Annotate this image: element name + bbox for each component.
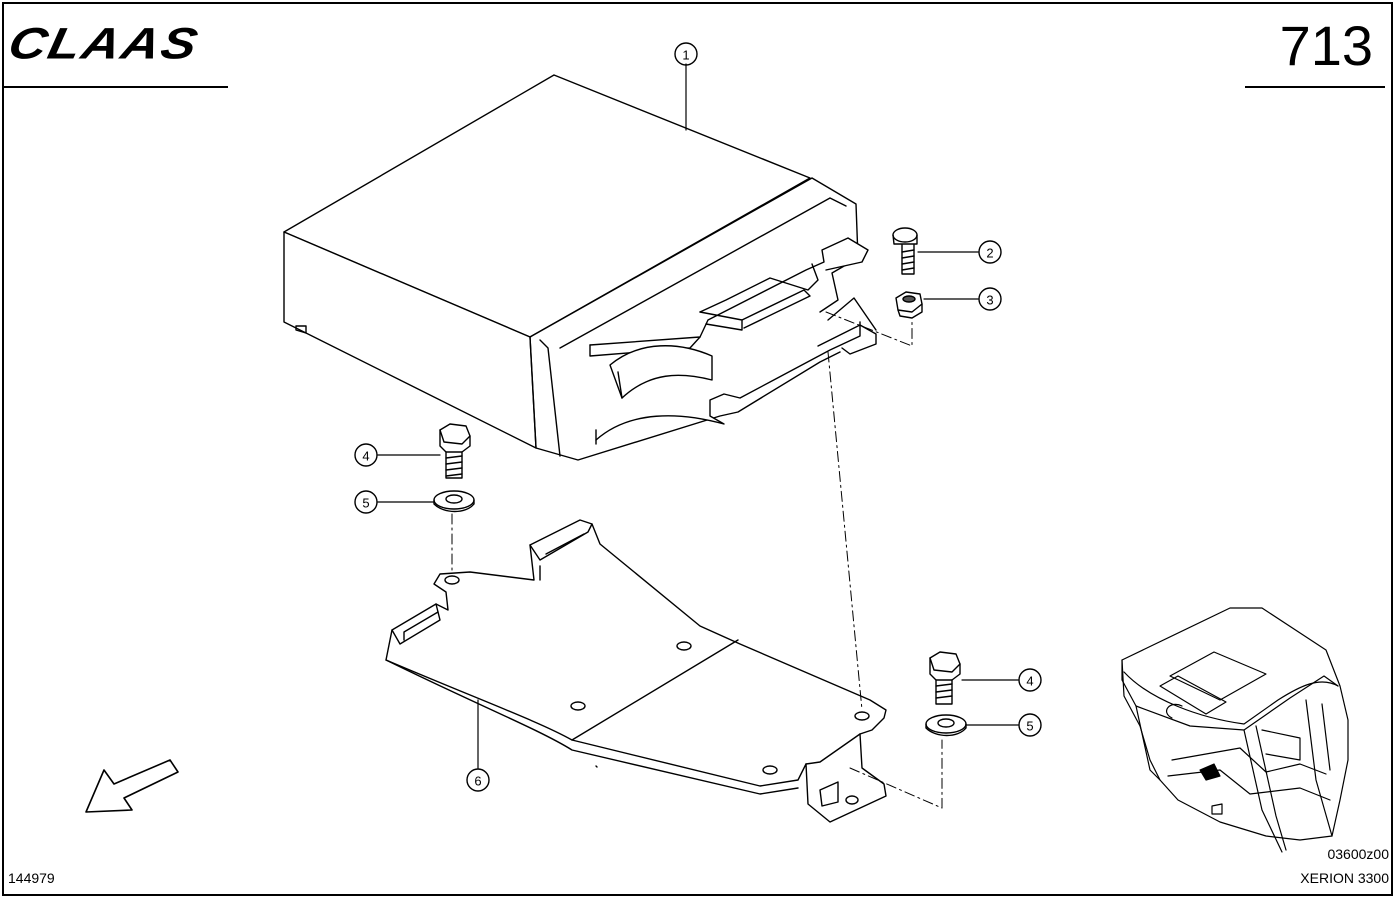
bolt-part-4-left xyxy=(439,423,471,479)
model-name: XERION 3300 xyxy=(1300,870,1389,886)
leader-lines xyxy=(377,63,1019,769)
callout-4-left-circle xyxy=(354,443,378,467)
nut-part-3 xyxy=(895,291,923,319)
callout-5-right-number: 5 xyxy=(1026,719,1033,734)
control-unit xyxy=(283,74,877,461)
screw-part-2 xyxy=(892,227,918,275)
washer-part-5-left xyxy=(433,490,475,513)
callouts xyxy=(354,42,1042,792)
callout-5-left-circle xyxy=(354,490,378,514)
callout-1-circle xyxy=(674,42,698,66)
callout-6-number: 6 xyxy=(474,774,481,789)
assembly-lines xyxy=(451,311,943,809)
logo-underline xyxy=(4,86,228,88)
direction-arrow-icon xyxy=(85,759,179,813)
callout-2-circle xyxy=(978,240,1002,264)
callout-3-number: 3 xyxy=(986,293,993,308)
callout-2-number: 2 xyxy=(986,246,993,261)
callout-5-right-circle xyxy=(1018,713,1042,737)
bracket-plate xyxy=(385,519,887,823)
callout-3-circle xyxy=(978,287,1002,311)
callout-4-right-circle xyxy=(1018,668,1042,692)
page-number: 713 xyxy=(1279,14,1373,77)
image-code: 03600z00 xyxy=(1327,846,1389,862)
washer-part-5-right xyxy=(925,714,967,737)
callout-6-circle xyxy=(466,768,490,792)
callout-5-left-number: 5 xyxy=(362,496,369,511)
callout-1-number: 1 xyxy=(682,48,689,63)
cab-locator-thumbnail xyxy=(1121,607,1349,853)
bolt-part-4-right xyxy=(929,651,961,705)
callout-4-left-number: 4 xyxy=(362,449,369,464)
page-number-underline xyxy=(1245,86,1385,88)
callout-4-right-number: 4 xyxy=(1026,674,1033,689)
drawing-number: 144979 xyxy=(8,870,55,886)
